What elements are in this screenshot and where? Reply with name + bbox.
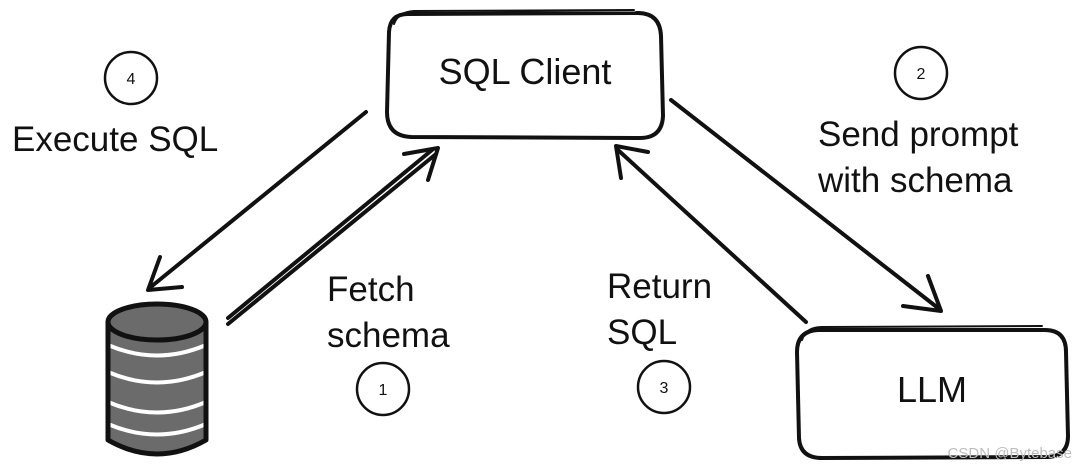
- step-1-number: 1: [379, 382, 388, 399]
- step-2-badge: [893, 45, 949, 101]
- step-2-number: 2: [917, 66, 926, 83]
- step-3-label-line-2: SQL: [607, 313, 677, 352]
- arrow-execute-sql: [146, 110, 368, 292]
- step-3: Return SQL 3: [607, 267, 712, 415]
- step-4: 4 Execute SQL: [12, 50, 218, 159]
- step-1-label-line-1: Fetch: [327, 270, 415, 309]
- llm-node: LLM: [795, 325, 1070, 460]
- step-2: 2 Send prompt with schema: [817, 45, 1019, 200]
- step-1: Fetch schema 1: [327, 270, 450, 417]
- step-3-label-line-1: Return: [607, 267, 712, 306]
- step-4-number: 4: [127, 71, 136, 88]
- step-2-label-line-2: with schema: [817, 161, 1013, 200]
- step-3-number: 3: [660, 380, 669, 397]
- step-2-label-line-1: Send prompt: [818, 115, 1019, 154]
- arrow-fetch-schema: [226, 146, 440, 326]
- arrow-return-sql: [614, 144, 808, 324]
- step-1-badge: [355, 361, 411, 417]
- step-4-label: Execute SQL: [12, 120, 218, 159]
- database-icon: [105, 301, 209, 457]
- watermark: CSDN @Bytebase: [948, 445, 1072, 462]
- sql-client-node: SQL Client: [385, 9, 665, 140]
- step-1-label-line-2: schema: [327, 316, 450, 355]
- llm-label: LLM: [897, 369, 967, 410]
- arrow-send-prompt: [669, 98, 943, 313]
- sql-client-label: SQL Client: [439, 51, 612, 92]
- step-3-badge: [636, 359, 692, 415]
- step-4-badge: [103, 50, 159, 106]
